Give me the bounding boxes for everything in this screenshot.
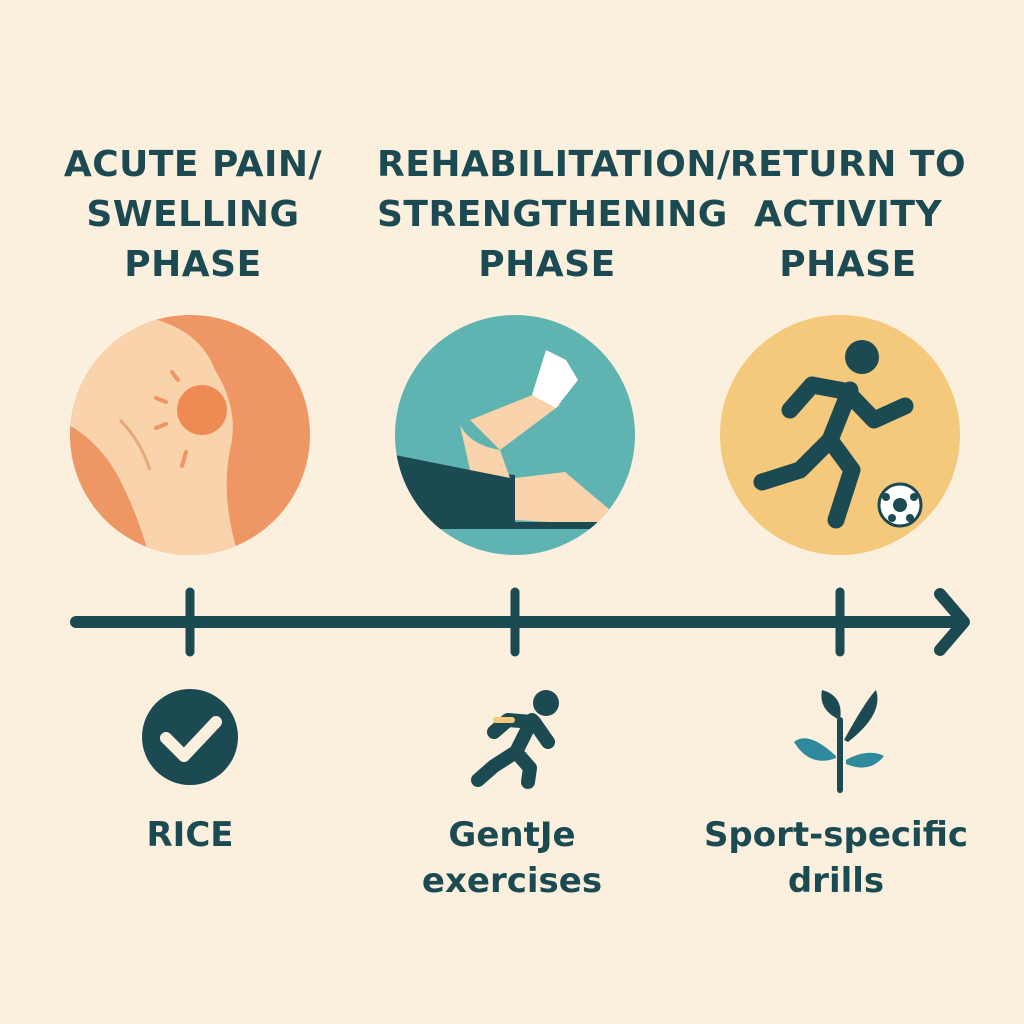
swollen-knee-icon	[70, 315, 310, 555]
phase-2-title: REHABILITATION/ STRENGTHENING PHASE	[377, 140, 731, 290]
phase-1-caption-line-1: RICE	[146, 815, 234, 855]
phase-3-caption: Sport-specific drills	[676, 812, 996, 904]
phase-2-title-line-3: PHASE	[478, 244, 616, 285]
phase-3-title-line-2: ACTIVITY	[753, 194, 943, 235]
phase-3-caption-line-1: Sport-specific	[703, 815, 969, 855]
walking-person-icon	[471, 690, 559, 789]
sprouting-plant-icon	[794, 690, 884, 793]
phase-3-caption-line-2: drills	[787, 861, 885, 901]
phase-1-title-line-3: PHASE	[124, 244, 262, 285]
phase-2-title-line-1: REHABILITATION/	[377, 144, 731, 185]
leg-raise-exercise-icon	[395, 315, 635, 555]
phase-1-caption: RICE	[30, 812, 350, 858]
timeline-arrow-icon	[70, 587, 970, 657]
phase-1-title: ACUTE PAIN/ SWELLING PHASE	[33, 140, 353, 290]
phase-2-title-line-2: STRENGTHENING	[377, 194, 728, 235]
phase-2-caption: GentJe exercises	[352, 812, 672, 904]
phase-3-title-line-1: RETURN TO	[729, 144, 967, 185]
phase-2-caption-line-1: GentJe	[448, 815, 576, 855]
phase-3-title-line-3: PHASE	[779, 244, 917, 285]
running-soccer-player-icon	[720, 315, 960, 555]
phase-2-caption-line-2: exercises	[421, 861, 603, 901]
phase-1-title-line-1: ACUTE PAIN/	[63, 144, 323, 185]
checkmark-circle-icon	[142, 689, 238, 785]
phase-3-title: RETURN TO ACTIVITY PHASE	[688, 140, 1008, 290]
phase-1-title-line-2: SWELLING	[86, 194, 300, 235]
